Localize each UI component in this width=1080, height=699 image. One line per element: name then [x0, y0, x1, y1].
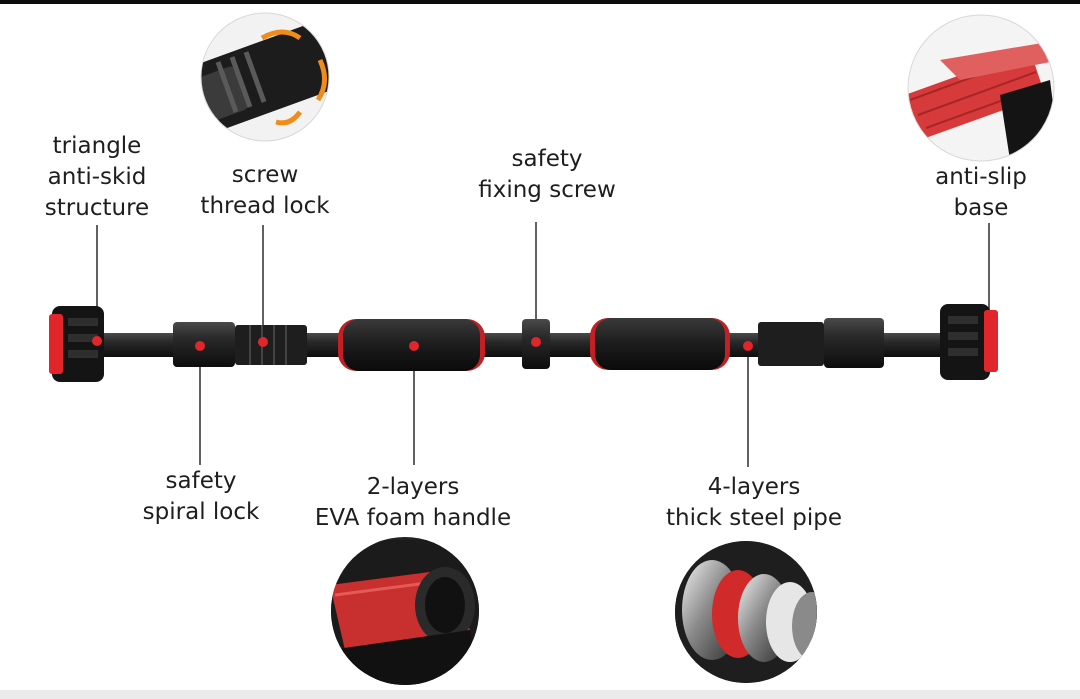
right-lock-sleeve	[824, 318, 884, 368]
label-line: anti-slip	[935, 164, 1027, 190]
label-triangle-anti-skid: triangle anti-skid structure	[22, 131, 172, 224]
inset-anti-slip	[907, 14, 1055, 162]
label-line: safety	[511, 146, 583, 172]
top-border	[0, 0, 1080, 4]
label-safety-fixing-screw: safety fixing screw	[462, 144, 632, 206]
label-anti-slip-base: anti-slip base	[912, 162, 1050, 224]
label-line: EVA foam handle	[314, 505, 512, 531]
label-safety-spiral-lock: safety spiral lock	[126, 466, 276, 528]
label-line: structure	[44, 195, 150, 221]
right-thread-sleeve	[758, 322, 824, 366]
label-line: screw	[231, 162, 299, 188]
inset-thread-lock	[200, 12, 330, 142]
right-end-cap	[940, 304, 998, 380]
label-line: spiral lock	[142, 499, 260, 525]
label-thick-steel-pipe: 4-layers thick steel pipe	[656, 472, 852, 534]
thread-lock	[235, 325, 307, 365]
left-end-cap	[49, 306, 104, 382]
bottom-border	[0, 690, 1080, 699]
inset-eva-foam	[331, 537, 479, 685]
label-line: thick steel pipe	[665, 505, 842, 531]
label-line: thread lock	[200, 193, 330, 219]
label-line: anti-skid	[47, 164, 147, 190]
right-foam-handle	[590, 318, 730, 370]
label-line: triangle	[52, 133, 142, 159]
marker-dots	[92, 335, 994, 351]
label-eva-foam-handle: 2-layers EVA foam handle	[298, 472, 528, 534]
label-line: fixing screw	[478, 177, 616, 203]
label-line: 2-layers	[366, 474, 460, 500]
label-line: base	[953, 195, 1009, 221]
label-line: 4-layers	[707, 474, 801, 500]
inset-steel-pipe	[675, 541, 817, 683]
label-line: safety	[165, 468, 237, 494]
pull-up-bar	[49, 304, 998, 382]
label-screw-thread-lock: screw thread lock	[190, 160, 340, 222]
